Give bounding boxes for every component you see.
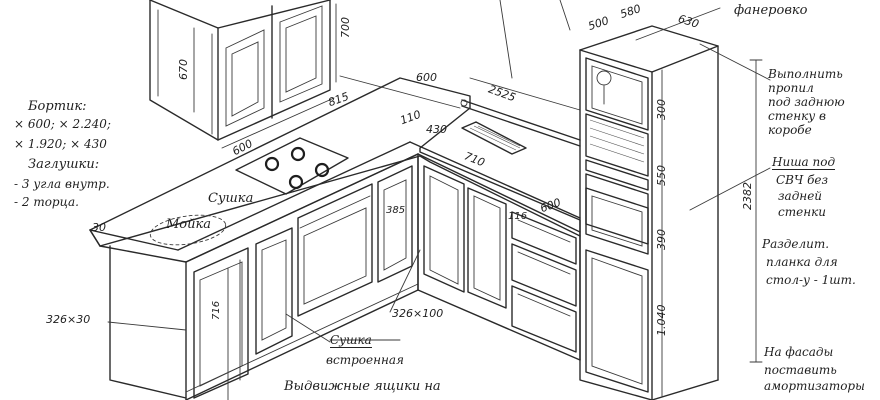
dim-600-top: 600 xyxy=(416,71,437,84)
drying-slot xyxy=(461,121,527,155)
upper-wall-cabinet xyxy=(149,0,337,149)
dim-716: 716 xyxy=(211,300,222,320)
sink xyxy=(149,214,227,246)
dim-326x30: 326×30 xyxy=(46,313,91,326)
note-facade-2: поставить xyxy=(764,363,837,377)
wall-lines xyxy=(339,0,581,111)
note-plugs-line2: - 2 торца. xyxy=(14,195,79,209)
note-niche-4: стенки xyxy=(778,205,826,219)
note-facade-1: На фасады xyxy=(764,345,834,359)
note-divider-1: Разделит. xyxy=(762,237,830,251)
note-drawers-bottom: Выдвижные ящики на xyxy=(284,379,441,394)
note-pullout-1: Выполнить xyxy=(768,67,843,81)
note-pullout-3: под заднюю xyxy=(768,95,845,109)
dim-1040: 1.040 xyxy=(655,304,668,337)
note-divider-3: стол-у - 1шт. xyxy=(766,273,856,287)
note-divider-2: планка для xyxy=(766,255,838,269)
dim-390: 390 xyxy=(655,229,668,250)
base-cabinets-right xyxy=(417,155,581,361)
note-pullout-4: стенку в xyxy=(768,109,827,123)
note-niche-1: Ниша под xyxy=(772,155,836,170)
note-niche-3: задней xyxy=(778,189,823,203)
dim-550: 550 xyxy=(655,165,668,186)
leader-lines xyxy=(107,7,771,400)
note-plugs-title: Заглушки: xyxy=(28,157,100,172)
note-sides-line2: × 1.920; × 430 xyxy=(14,137,107,151)
dim-700: 700 xyxy=(339,17,352,38)
label-sushka-bottom-2: встроенная xyxy=(326,353,404,367)
hob xyxy=(235,137,349,195)
dim-326x100: 326×100 xyxy=(392,307,444,320)
tall-column xyxy=(579,25,763,400)
dim-300: 300 xyxy=(655,99,668,120)
note-pullout-2: пропил xyxy=(768,81,814,95)
note-niche-2: СВЧ без xyxy=(776,173,829,187)
dim-670: 670 xyxy=(177,59,190,80)
dim-430: 430 xyxy=(426,123,447,136)
base-cabinets-left xyxy=(109,153,419,400)
note-sides-title: Бортик: xyxy=(28,99,87,114)
dim-385: 385 xyxy=(386,205,406,216)
note-plugs-line1: - 3 угла внутр. xyxy=(14,177,110,191)
label-sink: Мойка xyxy=(166,217,212,232)
note-facade-3: амортизаторы xyxy=(764,379,865,393)
note-pullout-5: коробе xyxy=(768,123,812,137)
note-sides-line1: × 600; × 2.240; xyxy=(14,117,111,131)
label-sushka-top: Сушка xyxy=(208,191,254,206)
dim-2382: 2382 xyxy=(741,182,754,210)
dim-116: 116 xyxy=(508,211,528,222)
note-veneer: фанеровко xyxy=(734,3,808,18)
label-sushka-bottom-1: Сушка xyxy=(330,333,372,348)
dim-30: 30 xyxy=(92,221,106,234)
